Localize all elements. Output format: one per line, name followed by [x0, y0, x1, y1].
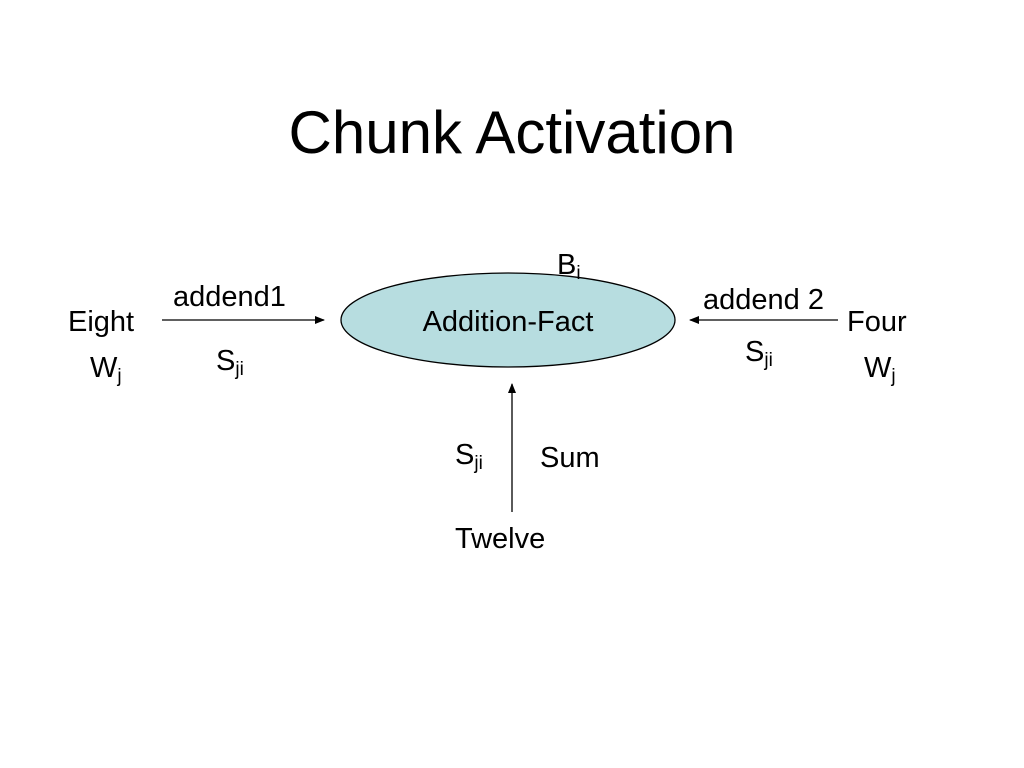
addend2-strength: Sji [745, 336, 773, 371]
sum-strength: Sji [455, 439, 483, 474]
sum-slot-label: Sum [540, 442, 600, 474]
addend1-slot-label: addend1 [173, 281, 286, 313]
node-label: Addition-Fact [422, 306, 594, 338]
source-four-label: Four [847, 306, 907, 338]
slide-title: Chunk Activation [288, 99, 736, 166]
source-eight-weight: Wj [90, 352, 122, 387]
source-four-weight: Wj [864, 352, 896, 387]
source-eight-label: Eight [68, 306, 135, 338]
source-twelve-label: Twelve [455, 523, 546, 555]
addend2-slot-label: addend 2 [703, 284, 824, 316]
addend1-strength: Sji [216, 345, 244, 380]
addition-fact-node [340, 272, 676, 368]
base-level-label: Bi [557, 249, 581, 284]
